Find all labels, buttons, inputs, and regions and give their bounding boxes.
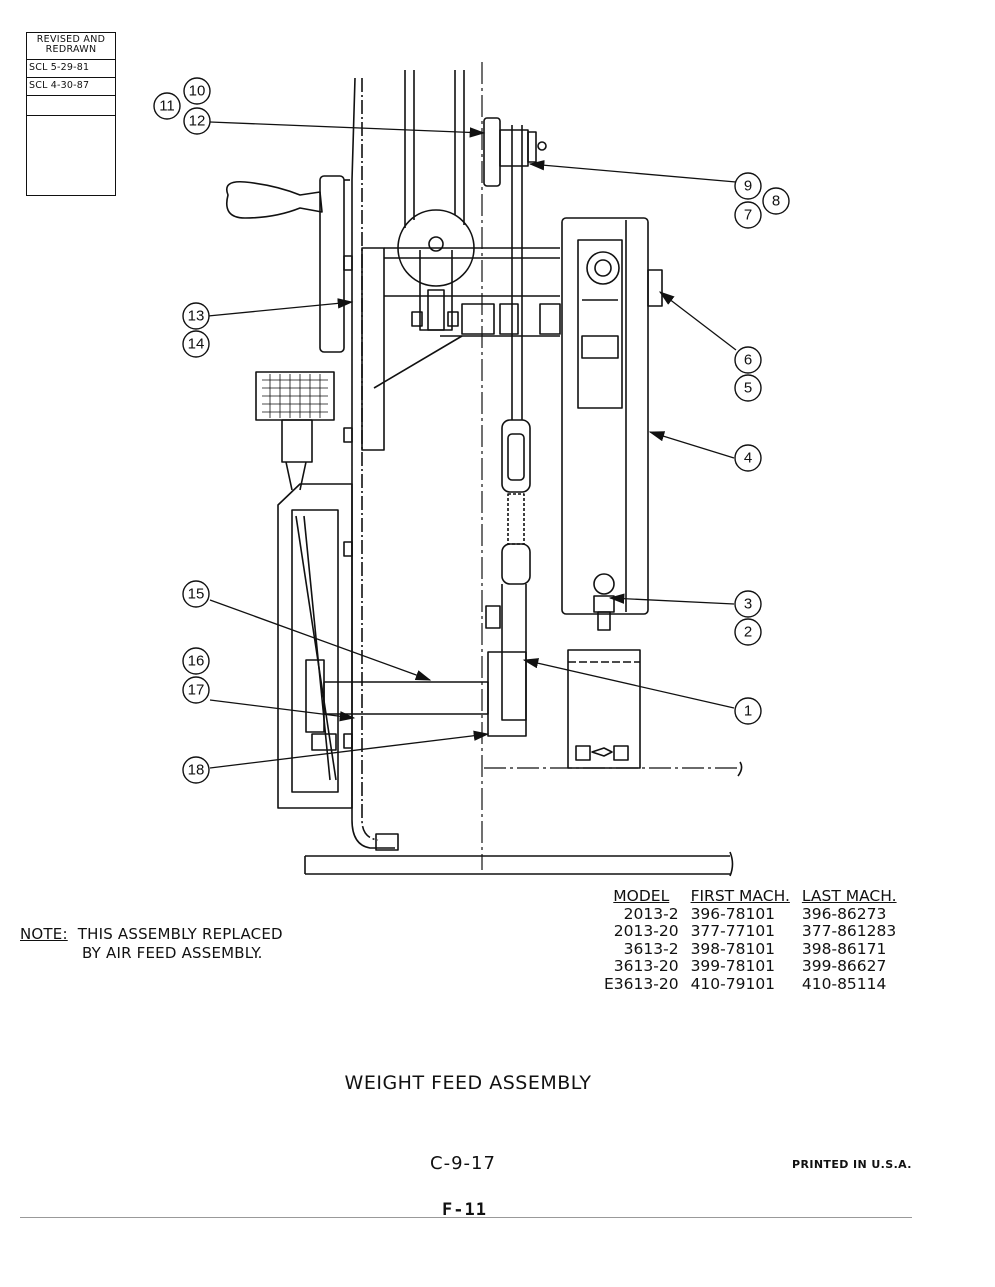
last-mach-cell: 396-86273: [801, 904, 887, 923]
callout-bubble-14: [182, 330, 210, 358]
last-mach-cell: 410-85114: [801, 974, 887, 993]
table-row: 2013-2 396-78101 396-86273: [598, 904, 903, 924]
callout-13: 13: [188, 308, 205, 325]
revision-entry-1: SCL 5-29-81: [27, 60, 115, 78]
pulley-pin: [537, 141, 547, 151]
lever-arm: [561, 217, 649, 615]
callout-bubble-17: [182, 676, 210, 704]
callout-bubble-1: [734, 697, 762, 725]
callout-4: 4: [744, 450, 752, 467]
callout-bubble-9: [734, 172, 762, 200]
callout-16: 16: [188, 653, 205, 670]
first-mach-cell: 377-77101: [690, 922, 776, 940]
callout-bubble-13: [182, 302, 210, 330]
roller: [397, 209, 475, 287]
callout-bubble-18: [182, 756, 210, 784]
printed-in-label: PRINTED IN U.S.A.: [792, 1158, 912, 1171]
callout-bubble-12: [183, 107, 211, 135]
weight-box: [567, 649, 641, 769]
first-mach-cell: 410-79101: [690, 974, 776, 993]
footer-code: F-11: [442, 1200, 487, 1220]
model-cell: 2013-20: [613, 922, 679, 940]
callout-11: 11: [159, 98, 175, 115]
top-pulley: [483, 117, 501, 187]
table-row: 2013-20 377-77101 377-861283: [598, 922, 903, 941]
first-mach-cell: 399-78101: [690, 957, 776, 975]
callout-10: 10: [189, 83, 206, 100]
pulley-hub: [499, 129, 529, 167]
callout-bubble-10: [183, 77, 211, 105]
callout-bubble-16: [182, 647, 210, 675]
callout-7: 7: [744, 207, 752, 224]
upper-bracket: [361, 247, 385, 451]
horizontal-shaft: [323, 681, 489, 715]
page-title: WEIGHT FEED ASSEMBLY: [344, 1072, 592, 1094]
model-cell: E3613-20: [604, 974, 679, 993]
main-column-inner: [361, 78, 379, 841]
pulley-cap: [527, 131, 537, 163]
callout-bubble-3: [734, 590, 762, 618]
revision-entry-2: SCL 4-30-87: [27, 78, 115, 96]
pedal-frame: [277, 483, 353, 809]
page-number: C-9-17: [430, 1153, 496, 1174]
note-label: NOTE:: [20, 925, 68, 943]
note-line-1: NOTE: THIS ASSEMBLY REPLACED: [20, 925, 283, 944]
strap-right: [454, 70, 465, 225]
lever-nut: [586, 251, 620, 285]
callout-bubble-11: [153, 92, 181, 120]
table-row: E3613-20 410-79101 410-85114: [598, 974, 903, 994]
col-first-mach: FIRST MACH.: [690, 887, 790, 905]
callout-bubble-5: [734, 374, 762, 402]
col-last-mach: LAST MACH.: [801, 887, 897, 905]
callout-bubble-2: [734, 618, 762, 646]
callout-17: 17: [188, 682, 205, 699]
note-text-2: BY AIR FEED ASSEMBLY.: [82, 944, 263, 962]
callout-8: 8: [772, 193, 780, 210]
callout-1: 1: [744, 703, 752, 720]
revision-block: REVISED AND REDRAWN SCL 5-29-81 SCL 4-30…: [26, 32, 116, 196]
callout-12: 12: [189, 113, 206, 130]
revision-entry-empty: [27, 96, 115, 116]
callout-9: 9: [744, 178, 752, 195]
callout-6: 6: [744, 352, 752, 369]
cable: [511, 125, 523, 420]
model-cell: 3613-2: [623, 939, 679, 958]
table-row: 3613-20 399-78101 399-86627: [598, 957, 903, 976]
handle-plate: [319, 175, 345, 353]
footer-rule: [20, 1217, 912, 1218]
col-model: MODEL: [613, 887, 670, 905]
callout-2: 2: [744, 624, 752, 641]
last-mach-cell: 398-86171: [801, 939, 887, 958]
last-mach-cell: 399-86627: [801, 957, 887, 975]
model-table-header: MODEL FIRST MACH. LAST MACH.: [598, 887, 903, 906]
model-cell: 3613-20: [613, 957, 679, 975]
note-text-1: THIS ASSEMBLY REPLACED: [77, 925, 283, 943]
callout-bubble-6: [734, 346, 762, 374]
callout-bubble-7: [734, 201, 762, 229]
callout-18: 18: [188, 762, 205, 779]
main-column: [351, 77, 395, 849]
revision-header: REVISED AND REDRAWN: [27, 33, 115, 60]
callout-14: 14: [188, 336, 205, 353]
table-row: 3613-2 398-78101 398-86171: [598, 939, 903, 959]
callout-bubble-4: [734, 444, 762, 472]
strap-left: [404, 70, 415, 228]
callout-5: 5: [744, 380, 752, 397]
callout-bubble-15: [182, 580, 210, 608]
last-mach-cell: 377-861283: [801, 922, 897, 940]
model-serial-table: MODEL FIRST MACH. LAST MACH. 2013-2 396-…: [598, 887, 903, 994]
base-plate: [304, 855, 730, 875]
callout-15: 15: [188, 586, 205, 603]
callout-bubble-8: [762, 187, 790, 215]
assembly-note: NOTE: THIS ASSEMBLY REPLACED BY AIR FEED …: [20, 925, 283, 963]
assembly-drawing: 10 11 12 9 8 7 13 14 6 5 4 3 2 15 16 17 …: [153, 62, 790, 877]
first-mach-cell: 396-78101: [690, 904, 776, 923]
handle-knob: [226, 180, 323, 219]
first-mach-cell: 398-78101: [690, 939, 776, 958]
callout-3: 3: [744, 596, 752, 613]
turnbuckle: [501, 419, 531, 493]
model-cell: 2013-2: [623, 904, 679, 923]
